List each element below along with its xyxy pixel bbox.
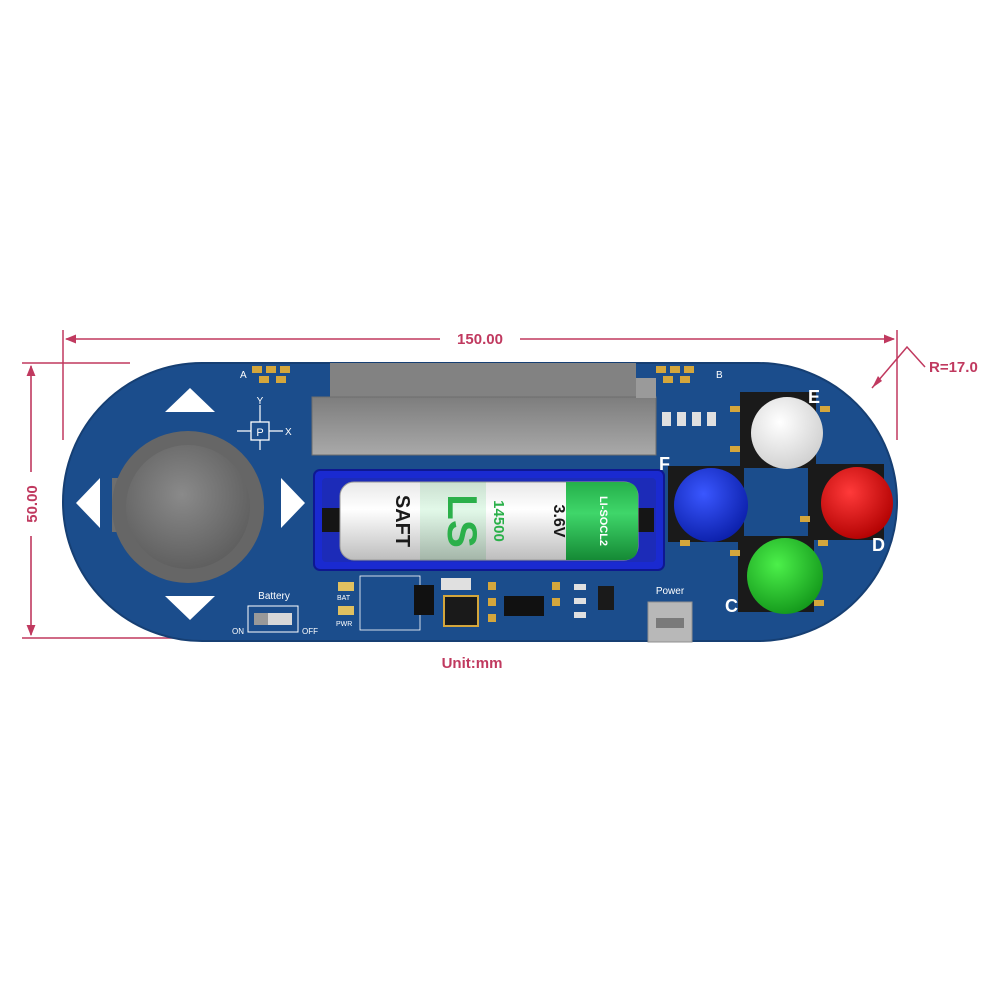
pad-label-b: B <box>716 370 723 381</box>
battery-cell: SAFT LS 14500 3.6V LI-SOCL2 <box>339 481 639 561</box>
joystick-cap[interactable] <box>126 445 250 569</box>
button-f-cap[interactable] <box>674 468 748 542</box>
button-c[interactable]: C <box>725 536 823 616</box>
joystick[interactable] <box>112 431 264 583</box>
led-pwr-label: PWR <box>336 621 352 628</box>
axis-p-label: P <box>256 427 263 439</box>
axis-y-label: Y <box>257 396 264 407</box>
led-bat-label: BAT <box>337 595 351 602</box>
height-label-bg <box>20 472 42 536</box>
height-label: 50.00 <box>24 485 41 523</box>
battery-switch-title: Battery <box>258 591 290 602</box>
button-e-cap[interactable] <box>751 397 823 469</box>
power-port[interactable]: Power <box>647 586 693 643</box>
radius-label: R=17.0 <box>929 359 978 376</box>
battery-size: 14500 <box>490 500 507 542</box>
bottom-circuitry <box>359 575 614 631</box>
dpad-right-icon[interactable] <box>281 478 305 528</box>
pad-group-b: B <box>656 366 723 383</box>
status-leds: BAT PWR <box>336 582 354 628</box>
pad-label-a: A <box>240 370 247 381</box>
button-d-cap[interactable] <box>821 467 893 539</box>
battery-brand: SAFT <box>391 495 413 547</box>
button-c-cap[interactable] <box>747 538 823 614</box>
width-label: 150.00 <box>457 331 503 348</box>
radius-leader <box>871 345 926 389</box>
dpad-left-icon[interactable] <box>76 478 100 528</box>
width-label-bg <box>440 328 520 348</box>
battery-model: LS <box>439 494 486 548</box>
button-c-label: C <box>725 596 738 616</box>
axis-symbol: P Y X <box>237 396 292 450</box>
pad-group-a: A <box>240 366 290 383</box>
button-d[interactable]: D <box>808 464 893 555</box>
action-buttons: E F D C <box>659 387 893 616</box>
button-f-label: F <box>659 454 670 474</box>
button-f[interactable]: F <box>659 454 748 542</box>
axis-x-label: X <box>285 427 292 438</box>
pcb-board: P Y X A B <box>62 362 898 643</box>
radius-arrowhead <box>872 376 882 388</box>
battery-chemistry: LI-SOCL2 <box>597 496 609 546</box>
display-connector <box>311 363 657 456</box>
power-label: Power <box>656 586 685 597</box>
battery-contact-negative <box>322 508 344 532</box>
button-e-label: E <box>808 387 820 407</box>
battery-switch[interactable]: Battery ON OFF <box>232 591 318 636</box>
battery-holder: SAFT LS 14500 3.6V LI-SOCL2 <box>313 469 665 571</box>
unit-label: Unit:mm <box>442 655 503 672</box>
dpad-down-icon[interactable] <box>165 596 215 620</box>
smd-components-right <box>662 412 716 426</box>
battery-voltage: 3.6V <box>550 505 567 538</box>
button-e[interactable]: E <box>740 387 823 469</box>
battery-switch-on-label: ON <box>232 627 244 636</box>
dimension-annotations: 150.00 50.00 R=17.0 Unit:mm <box>20 328 978 672</box>
dpad-up-icon[interactable] <box>165 388 215 412</box>
button-d-label: D <box>872 535 885 555</box>
battery-switch-off-label: OFF <box>302 627 318 636</box>
